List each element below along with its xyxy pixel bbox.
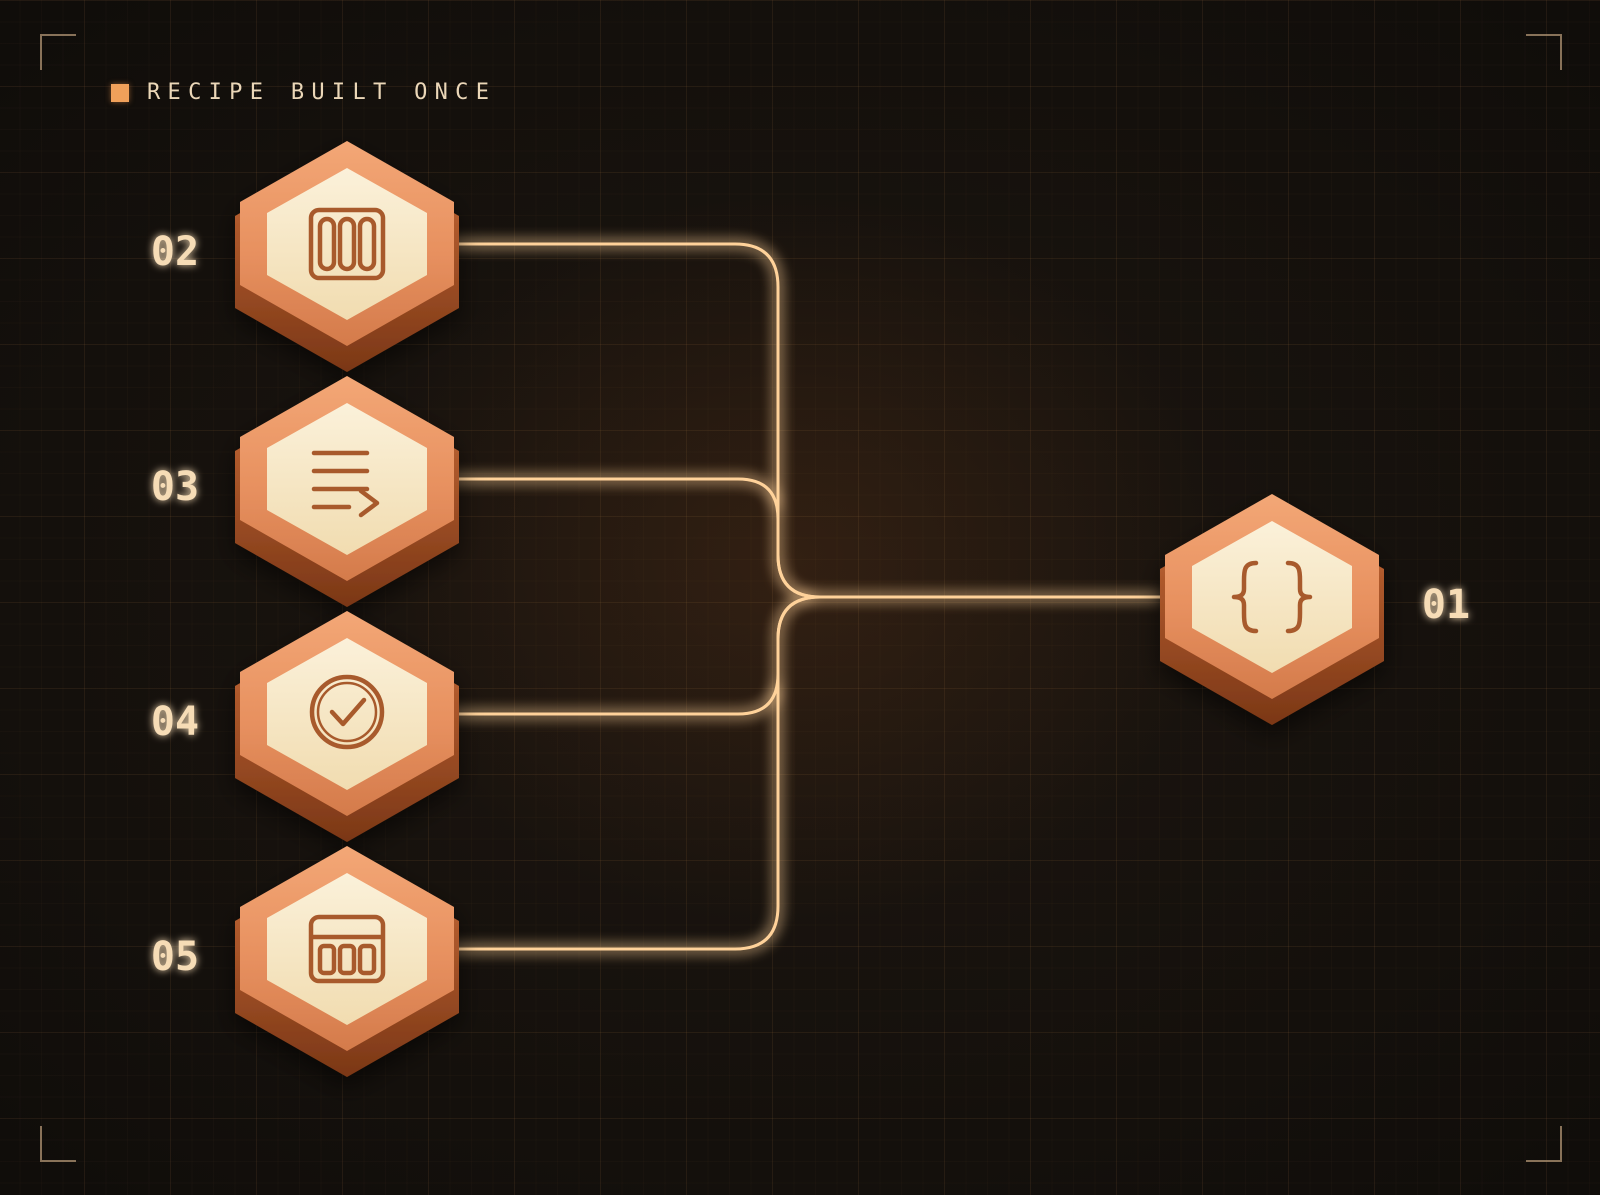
node-05[interactable] (235, 846, 459, 1077)
node-05-label: 05 (151, 934, 199, 980)
connector-group (446, 242, 1162, 951)
node-01[interactable] (1160, 494, 1384, 725)
hex-face (267, 638, 427, 790)
node-02[interactable] (235, 141, 459, 372)
connector-05-to-01 (446, 595, 822, 951)
connector-02-to-01 (446, 242, 1162, 599)
corner-bracket-top-left (40, 34, 76, 70)
connector-03-to-01 (446, 477, 822, 599)
columns-icon (308, 207, 386, 281)
node-04[interactable] (235, 611, 459, 842)
hex-face (267, 168, 427, 320)
corner-bracket-top-right (1526, 34, 1562, 70)
node-02-label: 02 (151, 229, 199, 275)
diagram-title: RECIPE BUILT ONCE (147, 80, 497, 105)
diagram-header: RECIPE BUILT ONCE (111, 80, 496, 105)
list-arrow-icon (311, 450, 380, 518)
corner-bracket-bottom-left (40, 1126, 76, 1162)
corner-bracket-bottom-right (1526, 1126, 1562, 1162)
braces-icon (1231, 560, 1313, 634)
table-layout-icon (308, 914, 386, 984)
hex-face (267, 873, 427, 1025)
node-03-label: 03 (151, 464, 199, 510)
check-circle-icon (309, 674, 385, 750)
node-01-label: 01 (1422, 582, 1470, 628)
node-03[interactable] (235, 376, 459, 607)
hex-face (267, 403, 427, 555)
hex-face (1192, 521, 1352, 673)
connector-04-to-01 (446, 595, 822, 716)
header-marker (111, 83, 129, 102)
node-04-label: 04 (151, 699, 199, 745)
